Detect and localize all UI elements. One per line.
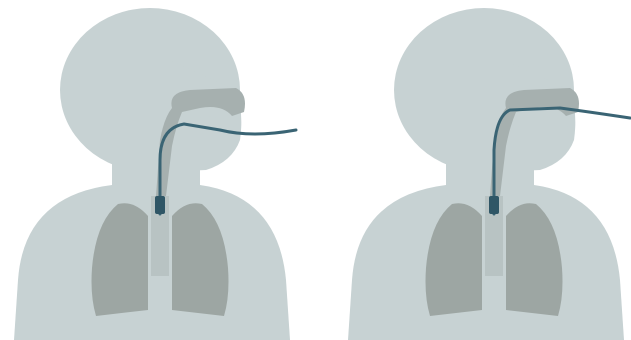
tube-cuff-right <box>489 196 499 214</box>
tube-cuff-left <box>155 196 165 214</box>
child-silhouette-left <box>14 8 290 340</box>
child-silhouette-right <box>348 8 624 340</box>
panel-nasal-intubation <box>348 8 630 340</box>
panel-oral-intubation <box>14 8 296 340</box>
